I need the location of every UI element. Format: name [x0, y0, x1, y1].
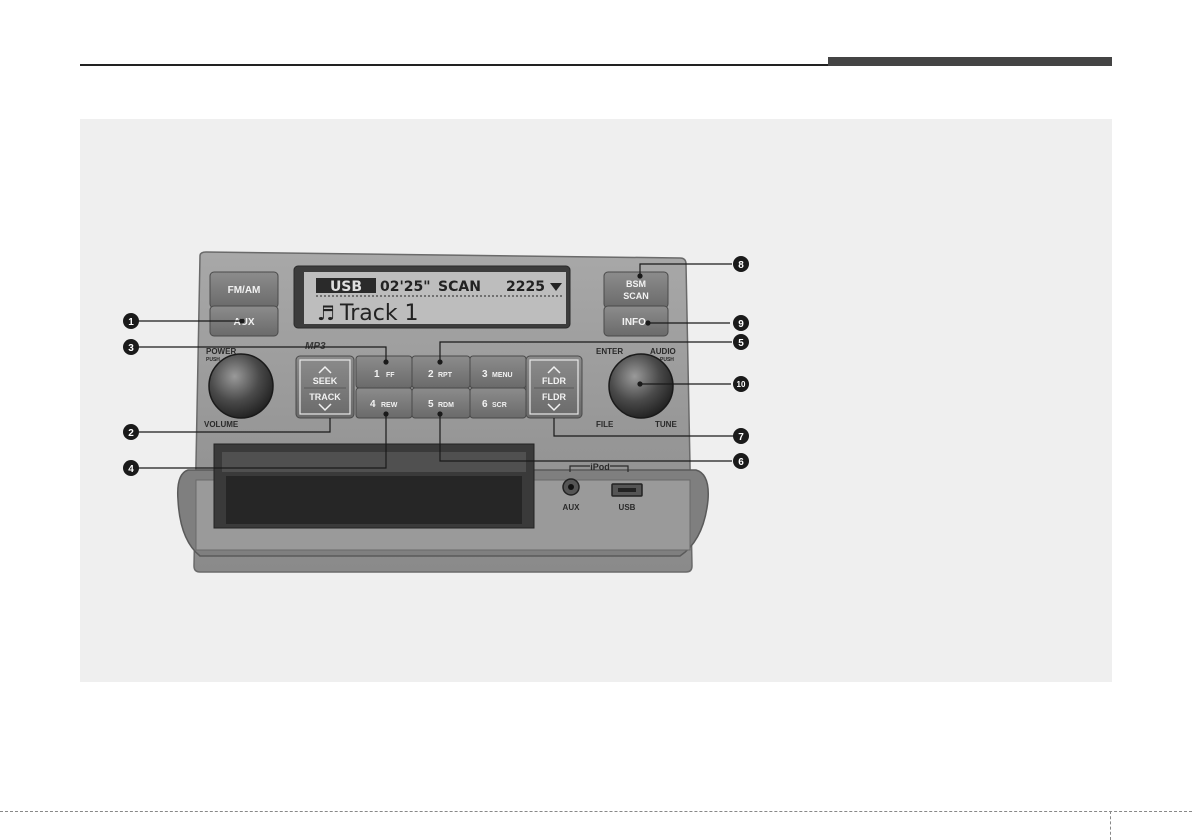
lcd-time: 02'25": [380, 279, 431, 295]
volume-label: VOLUME: [204, 420, 239, 429]
volume-knob[interactable]: [209, 354, 273, 418]
lcd-display: USB 02'25" SCAN 2225 ♬ Track 1: [294, 266, 570, 328]
preset-3-button[interactable]: 3 MENU: [470, 356, 526, 388]
callout-6: 6: [733, 453, 749, 469]
folder-up-label: FLDR: [542, 376, 566, 386]
power-push-label: PUSH: [206, 357, 220, 363]
callout-3: 3: [123, 339, 139, 355]
svg-text:6: 6: [738, 457, 744, 468]
file-label: FILE: [596, 420, 614, 429]
preset-6-number: 6: [482, 399, 488, 410]
info-label: INFO: [622, 317, 646, 328]
svg-text:7: 7: [738, 432, 744, 443]
tune-label: TUNE: [655, 420, 677, 429]
track-label: TRACK: [309, 392, 341, 402]
bsm-scan-button[interactable]: BSM SCAN: [604, 272, 668, 308]
callout-1: 1: [123, 313, 139, 329]
svg-text:3: 3: [128, 343, 134, 354]
svg-text:9: 9: [738, 319, 744, 330]
folder-button[interactable]: FLDR FLDR: [526, 356, 582, 418]
callout-5: 5: [733, 334, 749, 350]
svg-text:1: 1: [128, 317, 134, 328]
usb-slot-icon: [618, 488, 636, 492]
lcd-track-count: 2225: [506, 279, 545, 295]
callout-4: 4: [123, 460, 139, 476]
lcd-mode: SCAN: [438, 279, 481, 295]
preset-1-number: 1: [374, 369, 380, 380]
info-button[interactable]: INFO: [604, 306, 668, 336]
callout-2: 2: [123, 424, 139, 440]
audio-label: AUDIO: [650, 347, 676, 356]
preset-4-number: 4: [370, 399, 376, 410]
svg-text:5: 5: [738, 338, 744, 349]
callout-7: 7: [733, 428, 749, 444]
preset-3-number: 3: [482, 369, 488, 380]
svg-text:8: 8: [738, 260, 744, 271]
callout-10: 10: [733, 376, 749, 392]
aux-port-label: AUX: [563, 503, 581, 512]
preset-2-label: RPT: [438, 372, 453, 379]
lcd-track: Track 1: [339, 301, 419, 326]
callout-9: 9: [733, 315, 749, 331]
fm-am-button[interactable]: FM/AM: [210, 272, 278, 308]
storage-compartment: [214, 444, 534, 528]
preset-5-label: RDM: [438, 402, 454, 409]
enter-label: ENTER: [596, 347, 623, 356]
lcd-source: USB: [330, 279, 362, 295]
fm-am-label: FM/AM: [228, 285, 261, 296]
callout-8: 8: [733, 256, 749, 272]
preset-4-label: REW: [381, 402, 398, 409]
preset-1-label: FF: [386, 372, 395, 379]
music-note-icon: ♬: [317, 301, 335, 325]
ipod-label: iPod: [590, 462, 610, 472]
folder-down-label: FLDR: [542, 392, 566, 402]
preset-3-label: MENU: [492, 372, 513, 379]
seek-label: SEEK: [313, 376, 338, 386]
bsm-label: BSM: [626, 279, 646, 289]
preset-5-number: 5: [428, 399, 434, 410]
usb-port-label: USB: [619, 503, 636, 512]
preset-2-number: 2: [428, 369, 434, 380]
preset-6-button[interactable]: 6 SCR: [470, 388, 526, 418]
scan-label: SCAN: [623, 291, 649, 301]
seek-track-button[interactable]: SEEK TRACK: [296, 356, 354, 418]
aux-jack-icon: [568, 484, 574, 490]
preset-6-label: SCR: [492, 402, 507, 409]
svg-text:4: 4: [128, 464, 134, 475]
aux-label: AUX: [233, 317, 254, 328]
svg-text:2: 2: [128, 428, 134, 439]
svg-text:10: 10: [737, 380, 746, 389]
